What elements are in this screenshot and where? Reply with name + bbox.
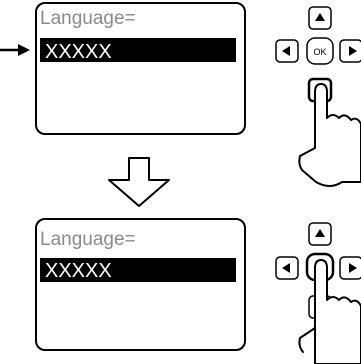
- right-arrow-icon: [0, 44, 30, 56]
- screen-label: Language=: [40, 8, 136, 29]
- screen-value: XXXXX: [45, 260, 112, 282]
- up-key[interactable]: [308, 6, 332, 30]
- value-highlight: [40, 38, 236, 62]
- down-arrow-icon: [108, 157, 170, 207]
- up-key-icon: [315, 229, 325, 237]
- up-key-icon: [315, 13, 325, 21]
- right-key-icon: [349, 46, 357, 56]
- left-key-icon: [282, 263, 290, 273]
- lcd-screen: Language= XXXXX: [35, 2, 246, 135]
- right-key[interactable]: [339, 256, 361, 280]
- right-key[interactable]: [339, 39, 361, 63]
- right-key-icon: [349, 263, 357, 273]
- ok-key[interactable]: OK: [306, 37, 334, 65]
- left-key[interactable]: [275, 256, 299, 280]
- pointing-hand-icon: [298, 259, 361, 364]
- left-key-icon: [282, 46, 290, 56]
- screen-label: Language=: [40, 229, 136, 250]
- value-highlight: [40, 258, 236, 282]
- left-key[interactable]: [275, 39, 299, 63]
- up-key[interactable]: [308, 222, 332, 246]
- ok-key-label: OK: [313, 47, 326, 57]
- screen-value: XXXXX: [45, 41, 112, 63]
- pointing-hand-icon: [298, 83, 361, 187]
- lcd-screen: Language= XXXXX: [35, 218, 246, 351]
- step1-group: Language= XXXXX OK: [0, 2, 361, 187]
- step2-group: Language= XXXXX OK: [35, 218, 361, 364]
